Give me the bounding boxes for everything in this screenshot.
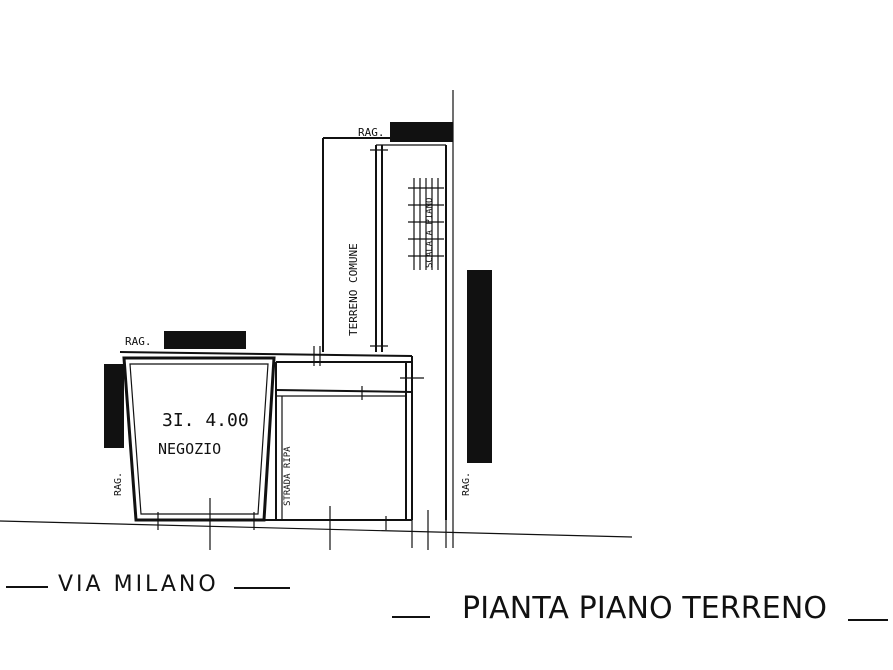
label-room: NEGOZIO bbox=[158, 440, 221, 458]
street-line bbox=[0, 520, 633, 538]
label-rag-shop: RAG. bbox=[125, 335, 152, 348]
label-rag-side: RAG. bbox=[113, 472, 124, 496]
staircase bbox=[408, 178, 444, 270]
window-bar-top bbox=[390, 122, 453, 142]
label-wall-note: STRADA RIPA bbox=[283, 446, 293, 506]
corridor bbox=[322, 137, 453, 520]
label-rag-top: RAG. bbox=[358, 126, 385, 139]
window-bar-shop-left bbox=[104, 364, 124, 448]
connection-walls bbox=[119, 346, 424, 520]
dimension-ticks bbox=[157, 498, 447, 550]
side-room bbox=[264, 362, 412, 521]
shop-room bbox=[122, 356, 276, 522]
label-corridor: TERRENO COMUNE bbox=[347, 243, 360, 336]
label-rag-right: RAG. bbox=[461, 472, 472, 496]
plan-title: PIANTA PIANO TERRENO bbox=[462, 591, 830, 626]
street-caption: VIA MILANO bbox=[58, 572, 219, 597]
label-area: 3I. 4.00 bbox=[162, 410, 249, 431]
window-bar-right bbox=[467, 270, 492, 463]
window-bar-shop-top bbox=[164, 331, 246, 349]
label-stair: SCALA A PIANO bbox=[425, 198, 435, 268]
